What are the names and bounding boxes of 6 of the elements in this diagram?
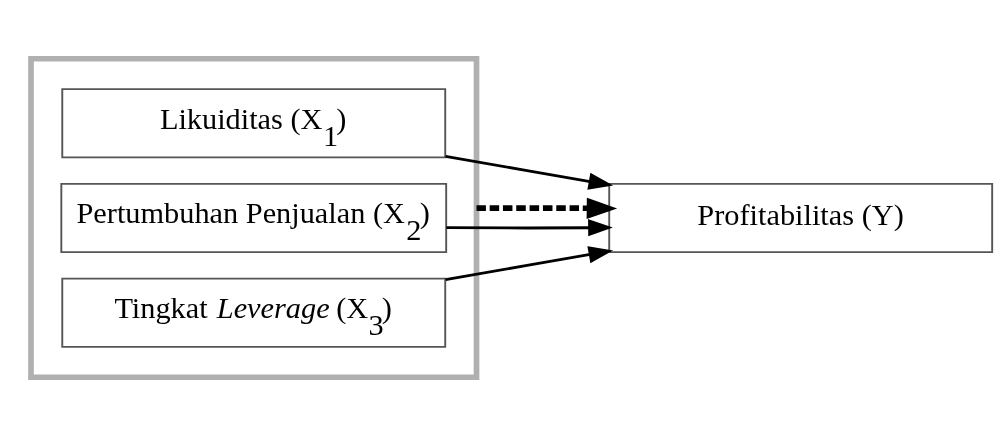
arrow <box>446 219 613 237</box>
arrow <box>445 154 614 190</box>
arrow <box>476 197 618 219</box>
cluster <box>28 55 480 381</box>
arrow <box>445 246 614 282</box>
node-box: Profitabilitas (Y) <box>608 182 994 254</box>
